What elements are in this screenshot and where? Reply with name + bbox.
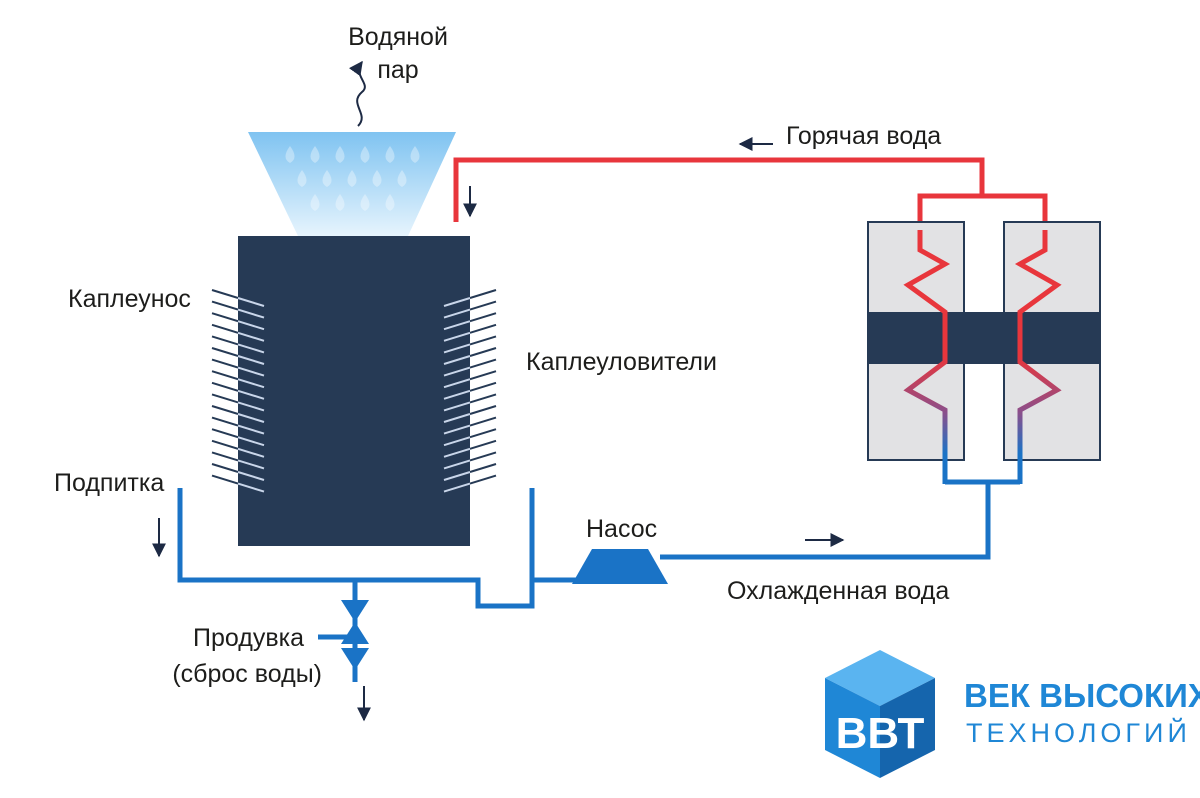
louver-slat-highlight xyxy=(443,424,471,435)
louver-slat-highlight xyxy=(237,320,265,331)
louver-slat-highlight xyxy=(237,424,265,435)
label-steam-line2: пар xyxy=(377,56,418,84)
louver-slat-highlight xyxy=(237,436,265,447)
brand-logo: ВВТ ВЕК ВЫСОКИХ ТЕХНОЛОГИЙ xyxy=(825,650,1200,778)
louver-slat-highlight xyxy=(443,413,471,423)
brand-name-line2: ТЕХНОЛОГИЙ xyxy=(966,717,1191,748)
louver-slat-highlight xyxy=(443,447,471,458)
louver-slat-highlight xyxy=(237,331,265,342)
brand-name-line1: ВЕК ВЫСОКИХ xyxy=(964,677,1200,714)
louver-slat-highlight xyxy=(237,447,265,458)
louver-slat-highlight xyxy=(443,401,471,412)
louver-slat-highlight xyxy=(237,343,265,354)
heat-exchanger xyxy=(867,221,1101,484)
louver-slat-highlight xyxy=(237,308,265,319)
brand-cube-letters: ВВТ xyxy=(836,709,925,758)
louver-slat-highlight xyxy=(237,459,265,470)
exchanger-top-pipe xyxy=(917,193,1048,232)
louver-slat-highlight xyxy=(443,389,471,400)
label-makeup: Подпитка xyxy=(54,469,164,497)
funnel-droplets xyxy=(285,146,420,211)
louver-slat-highlight xyxy=(443,331,471,342)
pump-symbol xyxy=(572,549,668,584)
louver-slat-highlight xyxy=(237,366,265,377)
label-blowdown-line2: (сброс воды) xyxy=(172,660,322,688)
exchanger-coil-left xyxy=(903,230,951,484)
steam-wave-arrow xyxy=(348,60,366,127)
drift-eliminator-louvers-left xyxy=(211,289,265,493)
brand-cube-icon: ВВТ xyxy=(825,650,935,778)
label-blowdown-line1: Продувка xyxy=(193,624,304,652)
label-pump: Насос xyxy=(586,515,657,543)
hot-water-pipe xyxy=(453,157,985,222)
blowdown-valve xyxy=(318,600,369,670)
louver-slat-highlight xyxy=(443,436,471,447)
makeup-pipe xyxy=(177,488,535,609)
label-steam-line1: Водяной xyxy=(348,23,448,51)
label-droplet-catchers: Каплеуловители xyxy=(526,348,717,376)
louver-slat-highlight xyxy=(443,459,471,470)
tower-funnel xyxy=(248,132,456,236)
louver-slat-highlight xyxy=(237,378,265,389)
louver-slat-highlight xyxy=(443,297,471,307)
louver-slat-highlight xyxy=(443,482,471,493)
louver-slat-highlight xyxy=(237,413,265,423)
label-hot-water: Горячая вода xyxy=(786,122,941,150)
louver-slat-highlight xyxy=(237,297,265,307)
hot-water-piping xyxy=(453,157,1048,232)
flow-arrows xyxy=(152,60,845,722)
louver-slat-highlight xyxy=(443,471,471,481)
louver-slat-highlight xyxy=(237,482,265,493)
cooled-water-pipe xyxy=(660,482,991,560)
cooling-tower xyxy=(211,132,497,546)
exchanger-coil-right xyxy=(1014,230,1062,484)
louver-slat-highlight xyxy=(443,343,471,354)
louver-slat-highlight xyxy=(237,401,265,412)
louver-slat-highlight xyxy=(443,320,471,331)
louver-slat-highlight xyxy=(443,366,471,377)
drift-eliminator-louvers-right xyxy=(443,289,497,493)
label-cooled-water: Охлажденная вода xyxy=(727,577,949,605)
louver-slat-highlight xyxy=(237,355,265,365)
louver-slat-highlight xyxy=(237,471,265,481)
louver-slat-highlight xyxy=(237,389,265,400)
label-drift-eliminator: Каплеунос xyxy=(68,285,191,313)
louver-slat-highlight xyxy=(443,355,471,365)
exchanger-band xyxy=(868,312,1100,364)
tower-body xyxy=(238,236,470,546)
louver-slat-highlight xyxy=(443,308,471,319)
louver-slat-highlight xyxy=(443,378,471,389)
